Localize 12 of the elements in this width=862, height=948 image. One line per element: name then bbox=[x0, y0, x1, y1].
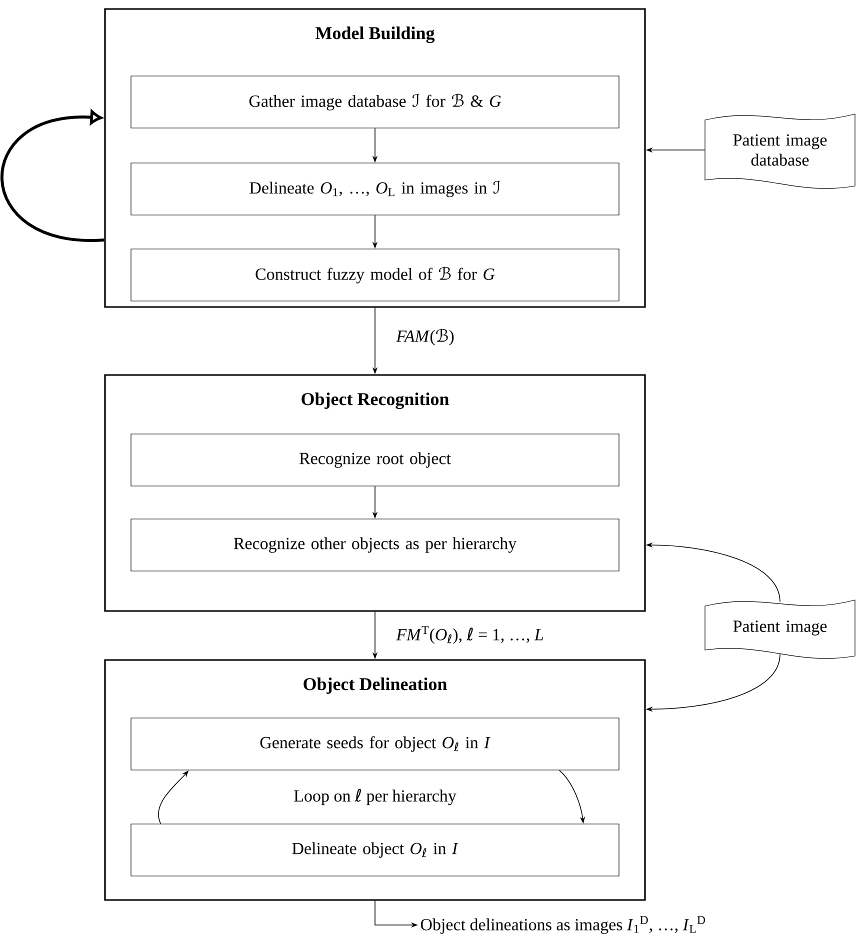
edge-label: FAM(ℬ) bbox=[395, 328, 456, 346]
process-box: Delineate object O$_{ℓ}$ in I bbox=[130, 824, 620, 876]
loop-label: Loop on ℓ per hierarchy bbox=[292, 788, 458, 806]
output-text: Object delineations as images I$_{1}$$^{D}$, …, I$_{L}$D bbox=[420, 916, 706, 934]
process-box: Gather image database ℐ for ℬ & G bbox=[130, 76, 620, 128]
process-box: Recognize other objects as per hierarchy bbox=[130, 518, 620, 572]
process-box: Recognize root object bbox=[130, 434, 620, 486]
process-box: Generate seeds for object O$_{ℓ}$ in I bbox=[130, 718, 620, 770]
process-box: Construct fuzzy model of ℬ for G bbox=[130, 248, 620, 302]
process-box: Delineate O$_{1}$, …, O$_{L}$ in images in ℐ bbox=[130, 162, 620, 216]
arrow bbox=[0, 110, 104, 242]
edge-label: FM$^{T}$(O$_{ℓ}$), ℓ = 1, …, L bbox=[395, 625, 545, 645]
